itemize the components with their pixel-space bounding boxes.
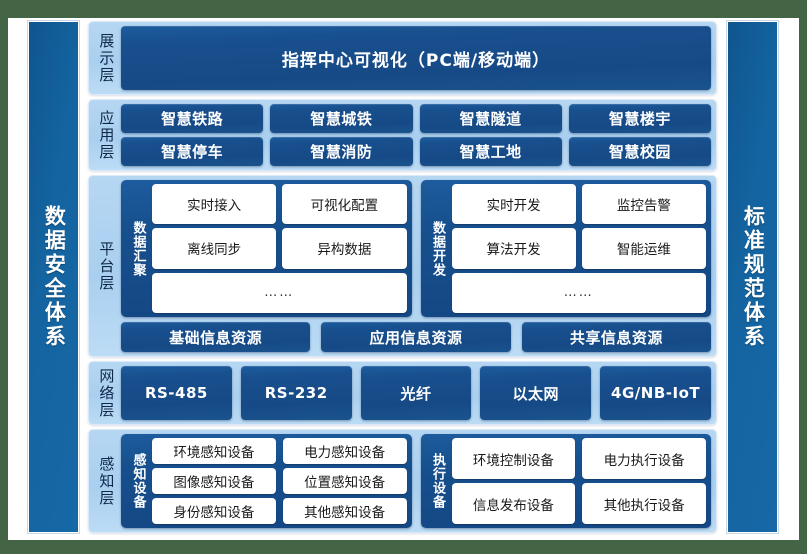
network-item[interactable]: 以太网 bbox=[480, 366, 592, 420]
application-row-2: 智慧停车 智慧消防 智慧工地 智慧校园 bbox=[121, 137, 711, 166]
group-label-data-aggregation: 数据汇聚 bbox=[130, 220, 146, 277]
sensing-item[interactable]: 图像感知设备 bbox=[152, 468, 276, 494]
actuating-item[interactable]: 信息发布设备 bbox=[451, 483, 576, 524]
app-item[interactable]: 智慧停车 bbox=[121, 137, 264, 166]
group-row: 环境控制设备 电力执行设备 bbox=[451, 438, 706, 479]
app-item[interactable]: 智慧工地 bbox=[419, 137, 562, 166]
group-data-aggregation: 数据汇聚 实时接入 可视化配置 离线同步 异构数据 …… bbox=[121, 180, 412, 317]
group-grid: 实时开发 监控告警 算法开发 智能运维 …… bbox=[451, 184, 706, 313]
group-label-sensing-devices: 感知设备 bbox=[130, 453, 146, 509]
group-grid: 实时接入 可视化配置 离线同步 异构数据 …… bbox=[152, 184, 407, 313]
presentation-body: 指挥中心可视化（PC端/移动端） bbox=[121, 26, 711, 90]
actuating-item[interactable]: 电力执行设备 bbox=[582, 438, 706, 479]
app-item[interactable]: 智慧城铁 bbox=[270, 104, 413, 133]
platform-item[interactable]: 实时接入 bbox=[152, 184, 277, 225]
network-item[interactable]: RS-485 bbox=[121, 366, 232, 420]
network-item[interactable]: RS-232 bbox=[240, 366, 352, 420]
group-label-actuating-devices: 执行设备 bbox=[429, 453, 445, 509]
resource-item[interactable]: 基础信息资源 bbox=[121, 322, 311, 352]
layer-application: 应用层 智慧铁路 智慧城铁 智慧隧道 智慧楼宇 智慧停车 智慧消防 智慧工地 智… bbox=[88, 99, 717, 171]
layer-title-presentation: 展示层 bbox=[97, 32, 116, 84]
group-row: 实时接入 可视化配置 bbox=[152, 184, 407, 225]
group-row: 离线同步 异构数据 bbox=[152, 228, 407, 269]
sidebar-right-standards: 标准规范体系 bbox=[727, 21, 778, 533]
group-label-data-development: 数据开发 bbox=[429, 220, 445, 277]
application-body: 智慧铁路 智慧城铁 智慧隧道 智慧楼宇 智慧停车 智慧消防 智慧工地 智慧校园 bbox=[121, 104, 711, 166]
platform-item-more[interactable]: …… bbox=[152, 272, 407, 313]
network-item[interactable]: 4G/NB-IoT bbox=[600, 366, 711, 420]
network-item[interactable]: 光纤 bbox=[360, 366, 472, 420]
actuating-item[interactable]: 环境控制设备 bbox=[451, 438, 576, 479]
presentation-banner[interactable]: 指挥中心可视化（PC端/移动端） bbox=[121, 26, 711, 90]
platform-body: 数据汇聚 实时接入 可视化配置 离线同步 异构数据 …… bbox=[121, 180, 711, 352]
platform-item[interactable]: 智能运维 bbox=[581, 228, 706, 269]
platform-item[interactable]: 离线同步 bbox=[152, 228, 277, 269]
app-item[interactable]: 智慧楼宇 bbox=[568, 104, 711, 133]
platform-item-more[interactable]: …… bbox=[451, 272, 706, 313]
layer-title-platform: 平台层 bbox=[97, 240, 116, 292]
group-grid: 环境感知设备 电力感知设备 图像感知设备 位置感知设备 身份感知设备 其他感知设… bbox=[152, 438, 407, 524]
resource-item[interactable]: 应用信息资源 bbox=[321, 322, 511, 352]
sensing-item[interactable]: 其他感知设备 bbox=[282, 498, 407, 524]
platform-item[interactable]: 实时开发 bbox=[451, 184, 576, 225]
platform-item[interactable]: 可视化配置 bbox=[282, 184, 407, 225]
perception-groups: 感知设备 环境感知设备 电力感知设备 图像感知设备 位置感知设备 bbox=[121, 434, 711, 528]
group-sensing-devices: 感知设备 环境感知设备 电力感知设备 图像感知设备 位置感知设备 bbox=[121, 434, 412, 528]
application-row-1: 智慧铁路 智慧城铁 智慧隧道 智慧楼宇 bbox=[121, 104, 711, 133]
layer-title-perception: 感知层 bbox=[97, 455, 116, 507]
architecture-diagram: 数据安全体系 展示层 指挥中心可视化（PC端/移动端） 应用层 智慧铁路 智慧城… bbox=[8, 18, 799, 540]
platform-resources: 基础信息资源 应用信息资源 共享信息资源 bbox=[121, 322, 711, 352]
layer-title-network: 网络层 bbox=[97, 367, 116, 419]
platform-item[interactable]: 监控告警 bbox=[581, 184, 706, 225]
sensing-item[interactable]: 身份感知设备 bbox=[152, 498, 276, 524]
group-row: …… bbox=[152, 272, 407, 313]
group-row: 算法开发 智能运维 bbox=[451, 228, 706, 269]
perception-body: 感知设备 环境感知设备 电力感知设备 图像感知设备 位置感知设备 bbox=[121, 434, 711, 528]
group-row: 身份感知设备 其他感知设备 bbox=[152, 498, 407, 524]
layer-title-application: 应用层 bbox=[97, 109, 116, 161]
group-row: 图像感知设备 位置感知设备 bbox=[152, 468, 407, 494]
platform-item[interactable]: 算法开发 bbox=[451, 228, 576, 269]
platform-item[interactable]: 异构数据 bbox=[282, 228, 407, 269]
actuating-item[interactable]: 其他执行设备 bbox=[582, 483, 706, 524]
layer-stack: 展示层 指挥中心可视化（PC端/移动端） 应用层 智慧铁路 智慧城铁 智慧隧道 … bbox=[88, 18, 717, 540]
resource-item[interactable]: 共享信息资源 bbox=[521, 322, 711, 352]
group-grid: 环境控制设备 电力执行设备 信息发布设备 其他执行设备 bbox=[451, 438, 706, 524]
app-item[interactable]: 智慧隧道 bbox=[419, 104, 562, 133]
group-actuating-devices: 执行设备 环境控制设备 电力执行设备 信息发布设备 其他执行设备 bbox=[420, 434, 711, 528]
layer-presentation: 展示层 指挥中心可视化（PC端/移动端） bbox=[88, 21, 717, 95]
app-item[interactable]: 智慧消防 bbox=[270, 137, 413, 166]
app-item[interactable]: 智慧铁路 bbox=[121, 104, 264, 133]
app-item[interactable]: 智慧校园 bbox=[568, 137, 711, 166]
group-data-development: 数据开发 实时开发 监控告警 算法开发 智能运维 …… bbox=[420, 180, 711, 317]
sensing-item[interactable]: 环境感知设备 bbox=[152, 438, 276, 464]
layer-network: 网络层 RS-485 RS-232 光纤 以太网 4G/NB-IoT bbox=[88, 361, 717, 425]
sensing-item[interactable]: 电力感知设备 bbox=[282, 438, 407, 464]
network-body: RS-485 RS-232 光纤 以太网 4G/NB-IoT bbox=[121, 366, 711, 420]
layer-platform: 平台层 数据汇聚 实时接入 可视化配置 离线同步 异 bbox=[88, 175, 717, 357]
group-row: …… bbox=[451, 272, 706, 313]
sidebar-left-data-security: 数据安全体系 bbox=[28, 21, 79, 533]
group-row: 环境感知设备 电力感知设备 bbox=[152, 438, 407, 464]
network-items: RS-485 RS-232 光纤 以太网 4G/NB-IoT bbox=[121, 366, 711, 420]
platform-groups: 数据汇聚 实时接入 可视化配置 离线同步 异构数据 …… bbox=[121, 180, 711, 317]
group-row: 信息发布设备 其他执行设备 bbox=[451, 483, 706, 524]
layer-perception: 感知层 感知设备 环境感知设备 电力感知设备 图像感知设备 bbox=[88, 429, 717, 533]
sensing-item[interactable]: 位置感知设备 bbox=[282, 468, 407, 494]
group-row: 实时开发 监控告警 bbox=[451, 184, 706, 225]
